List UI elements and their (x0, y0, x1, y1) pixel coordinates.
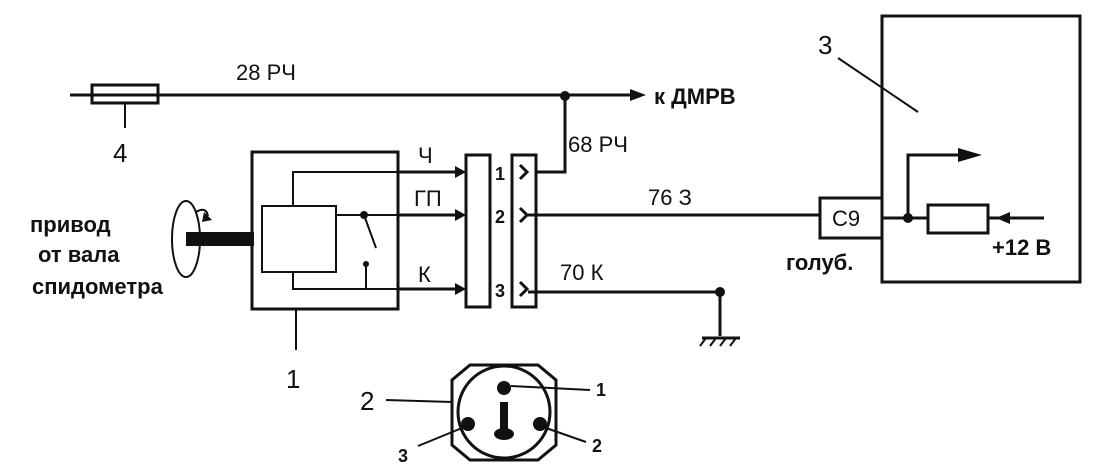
to-dmrv-label: к ДМРВ (654, 84, 736, 109)
speed-sensor (250, 150, 410, 311)
wire-k-label: К (418, 262, 431, 287)
fuse (70, 83, 160, 105)
plug-pin3-line (417, 427, 463, 447)
wire-76-label: 76 З (648, 185, 692, 210)
wire-ch-arrow-icon (455, 166, 466, 178)
arrow-to-dmrv-icon (630, 89, 646, 101)
wire-70 (528, 290, 722, 336)
wire-68 (528, 96, 567, 174)
drive-label-3: спидометра (32, 274, 164, 299)
connector-c9-label: С9 (832, 206, 860, 231)
wire-28-label: 28 РЧ (236, 60, 296, 85)
drive-label-1: привод (30, 212, 111, 237)
pin-3-label: 3 (495, 281, 505, 301)
wire-k-arrow-icon (455, 283, 466, 295)
connector-c9 (818, 196, 884, 240)
drive-label-2: от вала (38, 242, 120, 267)
fuse-callout: 4 (113, 138, 127, 168)
plug-pin1-label: 1 (596, 380, 606, 400)
wire-70-label: 70 К (560, 260, 604, 285)
wire-68-label: 68 РЧ (568, 132, 628, 157)
connector-color-label: голуб. (786, 250, 853, 275)
connector-plug (464, 153, 538, 309)
ground-junction-dot (715, 287, 725, 297)
supply-label: +12 В (992, 235, 1051, 260)
plug-pin3-label: 3 (398, 446, 408, 466)
pin-2-socket-icon (518, 206, 530, 224)
plug-front-view (450, 363, 558, 462)
ecu-callout: 3 (818, 30, 832, 60)
wire-gp-label: ГП (414, 186, 442, 211)
sensor-callout: 1 (286, 364, 300, 394)
wire-gp-arrow-icon (455, 209, 466, 221)
ecu-box (880, 14, 1082, 284)
plug-pin1-line (510, 385, 591, 391)
drive-shaft (171, 200, 254, 278)
pin-1-label: 1 (495, 164, 505, 184)
plug-callout-line (385, 399, 453, 403)
wire-ch-label: Ч (418, 143, 433, 168)
ecu-internal-circuit (882, 148, 1044, 235)
pin-3-socket-icon (518, 280, 530, 298)
pin-1-socket-icon (518, 163, 530, 181)
ecu-callout-line (837, 57, 919, 113)
pin-2-label: 2 (495, 207, 505, 227)
plug-pin2-label: 2 (592, 436, 602, 456)
plug-callout: 2 (360, 386, 374, 416)
ground-icon (699, 336, 740, 347)
plug-pin2-line (545, 427, 587, 443)
